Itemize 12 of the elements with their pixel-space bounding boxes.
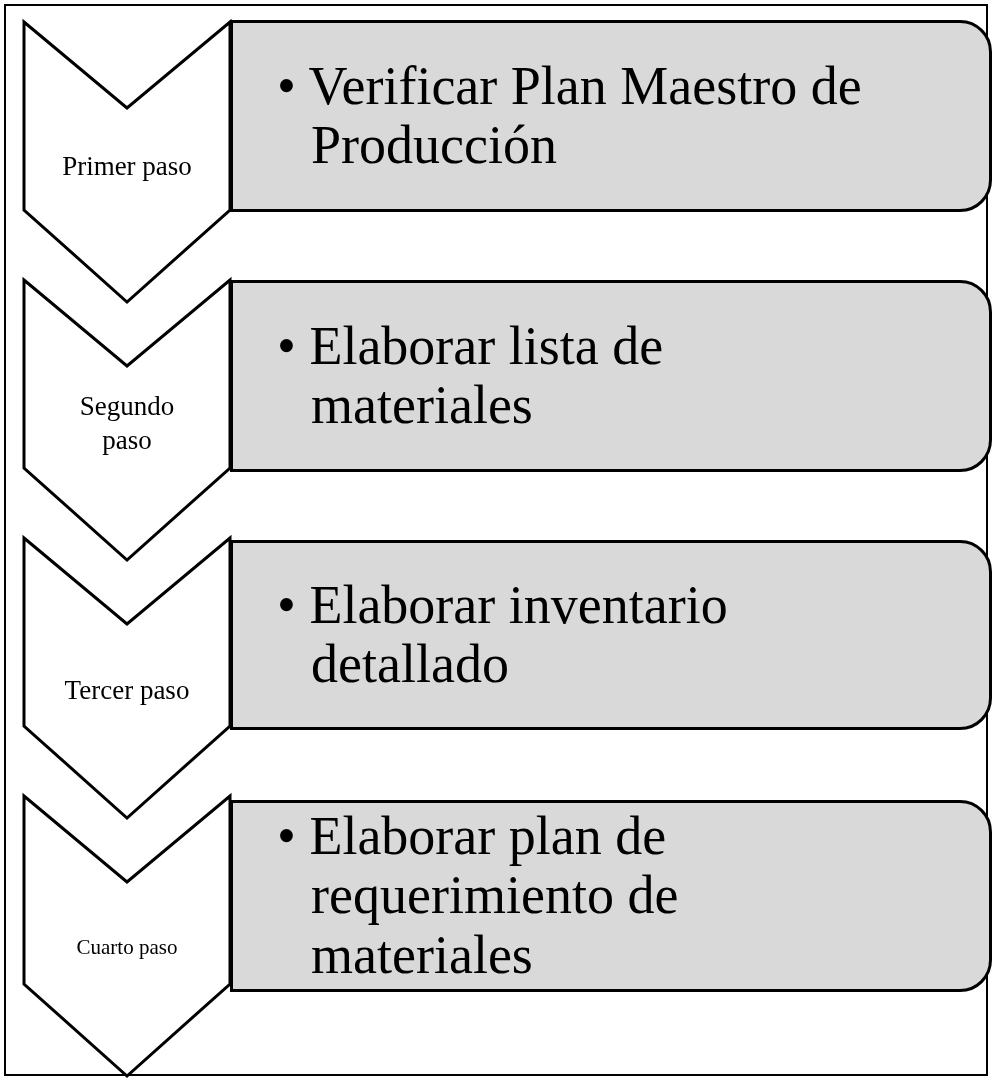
step-box [230, 280, 992, 472]
bullet-item: • Elaborar plan de requerimiento de materiales [277, 806, 680, 986]
step-label: Cuarto paso [75, 934, 179, 961]
step-box [230, 540, 992, 730]
step-label: Tercer paso [63, 674, 191, 707]
bullet-item: • Elaborar lista de materiales [277, 316, 665, 436]
step-label: Primer paso [61, 150, 193, 183]
bullet-item: • Elaborar inventario detallado [277, 575, 729, 695]
step-box [230, 800, 992, 992]
step-box [230, 20, 992, 212]
step-label: Segundo paso [78, 390, 176, 457]
bullet-item: • Verificar Plan Maestro de Producción [277, 56, 863, 176]
